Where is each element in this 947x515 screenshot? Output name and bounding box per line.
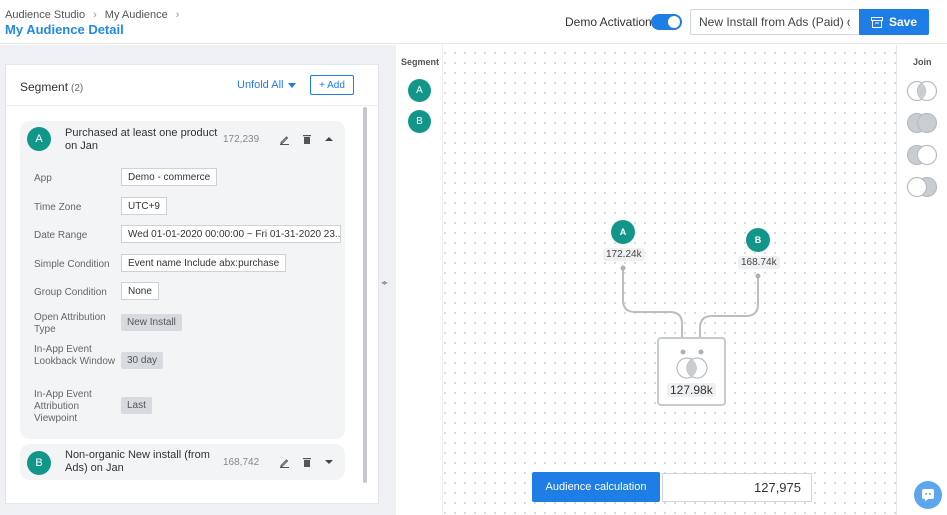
row-label-open-attribution-type: Open Attribution Type (34, 312, 106, 335)
segment-badge-a: A (27, 127, 51, 151)
flow-node-a-count: 172.24k (603, 248, 645, 261)
join-intersection-icon[interactable] (905, 112, 939, 134)
join-left-icon[interactable] (905, 144, 939, 166)
breadcrumb: Audience Studio › My Audience › (5, 9, 187, 21)
join-union-icon (676, 357, 708, 379)
segment-a-title: Purchased at least one product on Jan (65, 127, 218, 152)
add-segment-button[interactable]: + Add (310, 75, 354, 95)
chevron-right-icon: › (175, 9, 180, 21)
segment-column-title: Segment (401, 57, 440, 67)
segment-a-count: 172,239 (223, 134, 260, 145)
segment-b-title: Non-organic New install (from Ads) on Ja… (65, 449, 210, 474)
chat-help-icon[interactable] (914, 481, 942, 509)
row-tag-open-attribution-type: New Install (121, 314, 182, 331)
row-tag-lookback-window: 30 day (121, 352, 164, 369)
panel-splitter[interactable] (379, 45, 396, 515)
save-button-label: Save (888, 15, 918, 29)
row-label-app: App (34, 173, 52, 184)
row-label-attribution-viewpoint: In-App Event Attribution Viewpoint (34, 389, 92, 424)
row-label-group-condition: Group Condition (34, 287, 107, 298)
segment-panel-title: Segment(2) (20, 80, 83, 94)
caret-down-icon (288, 82, 297, 88)
row-tag-attribution-viewpoint: Last (121, 397, 152, 414)
segment-card-b[interactable]: B Non-organic New install (from Ads) on … (20, 444, 345, 480)
flow-canvas[interactable] (396, 45, 896, 515)
chevron-up-icon[interactable] (322, 132, 336, 146)
audience-name-input[interactable] (690, 9, 858, 35)
trash-icon[interactable] (300, 455, 314, 469)
segment-title-text: Segment (20, 80, 69, 94)
flow-node-b[interactable]: B (746, 228, 770, 252)
row-label-time-zone: Time Zone (34, 202, 82, 213)
edit-icon[interactable] (277, 455, 291, 469)
draggable-segment-a[interactable]: A (408, 79, 431, 102)
row-value-group-condition: None (121, 282, 159, 300)
row-value-app: Demo - commerce (121, 168, 218, 186)
demo-activation-label: Demo Activation (565, 15, 652, 29)
segment-badge-b: B (27, 451, 51, 475)
draggable-segment-b[interactable]: B (408, 110, 431, 133)
breadcrumb-item-audience-studio[interactable]: Audience Studio (5, 9, 86, 21)
row-label-lookback-window: In-App Event Lookback Window (34, 344, 116, 367)
join-column-title: Join (913, 57, 932, 67)
top-header: Audience Studio › My Audience › My Audie… (0, 0, 947, 44)
join-union-icon[interactable] (905, 80, 939, 102)
flow-node-b-count: 168.74k (738, 256, 780, 269)
join-right-icon[interactable] (905, 176, 939, 198)
drag-handle-icon[interactable]: ◂▸ (381, 278, 388, 287)
row-label-date-range: Date Range (34, 230, 88, 241)
row-value-simple-condition: Event name Include abx:purchase (121, 254, 287, 272)
breadcrumb-item-my-audience[interactable]: My Audience (104, 9, 168, 21)
toggle-knob (668, 16, 680, 28)
save-button[interactable]: Save (859, 9, 929, 35)
join-result-count: 127.98k (667, 383, 716, 397)
demo-activation-toggle[interactable] (651, 14, 682, 30)
audience-calculation-button[interactable]: Audience calculation (532, 472, 660, 502)
audience-calculation-result: 127,975 (662, 473, 812, 502)
archive-icon (870, 16, 883, 28)
segment-b-count: 168,742 (223, 457, 260, 468)
row-value-date-range: Wed 01-01-2020 00:00:00 ~ Fri 01-31-2020… (121, 225, 341, 243)
segment-count: (2) (71, 83, 84, 94)
segment-panel: Segment(2) Unfold All + Add A Purchased … (5, 64, 379, 504)
page-title: My Audience Detail (5, 22, 124, 37)
segment-card-a: A Purchased at least one product on Jan … (20, 121, 345, 439)
chevron-down-icon[interactable] (322, 455, 336, 469)
segment-panel-scrollbar[interactable] (363, 107, 367, 483)
trash-icon[interactable] (300, 132, 314, 146)
divider (6, 105, 378, 106)
input-ports (680, 349, 704, 355)
unfold-all-label: Unfold All (237, 79, 284, 91)
unfold-all-dropdown[interactable]: Unfold All (237, 79, 297, 91)
edit-icon[interactable] (277, 132, 291, 146)
row-value-time-zone: UTC+9 (121, 197, 167, 215)
flow-node-a[interactable]: A (611, 220, 635, 244)
row-label-simple-condition: Simple Condition (34, 259, 110, 270)
chevron-right-icon: › (93, 9, 97, 21)
